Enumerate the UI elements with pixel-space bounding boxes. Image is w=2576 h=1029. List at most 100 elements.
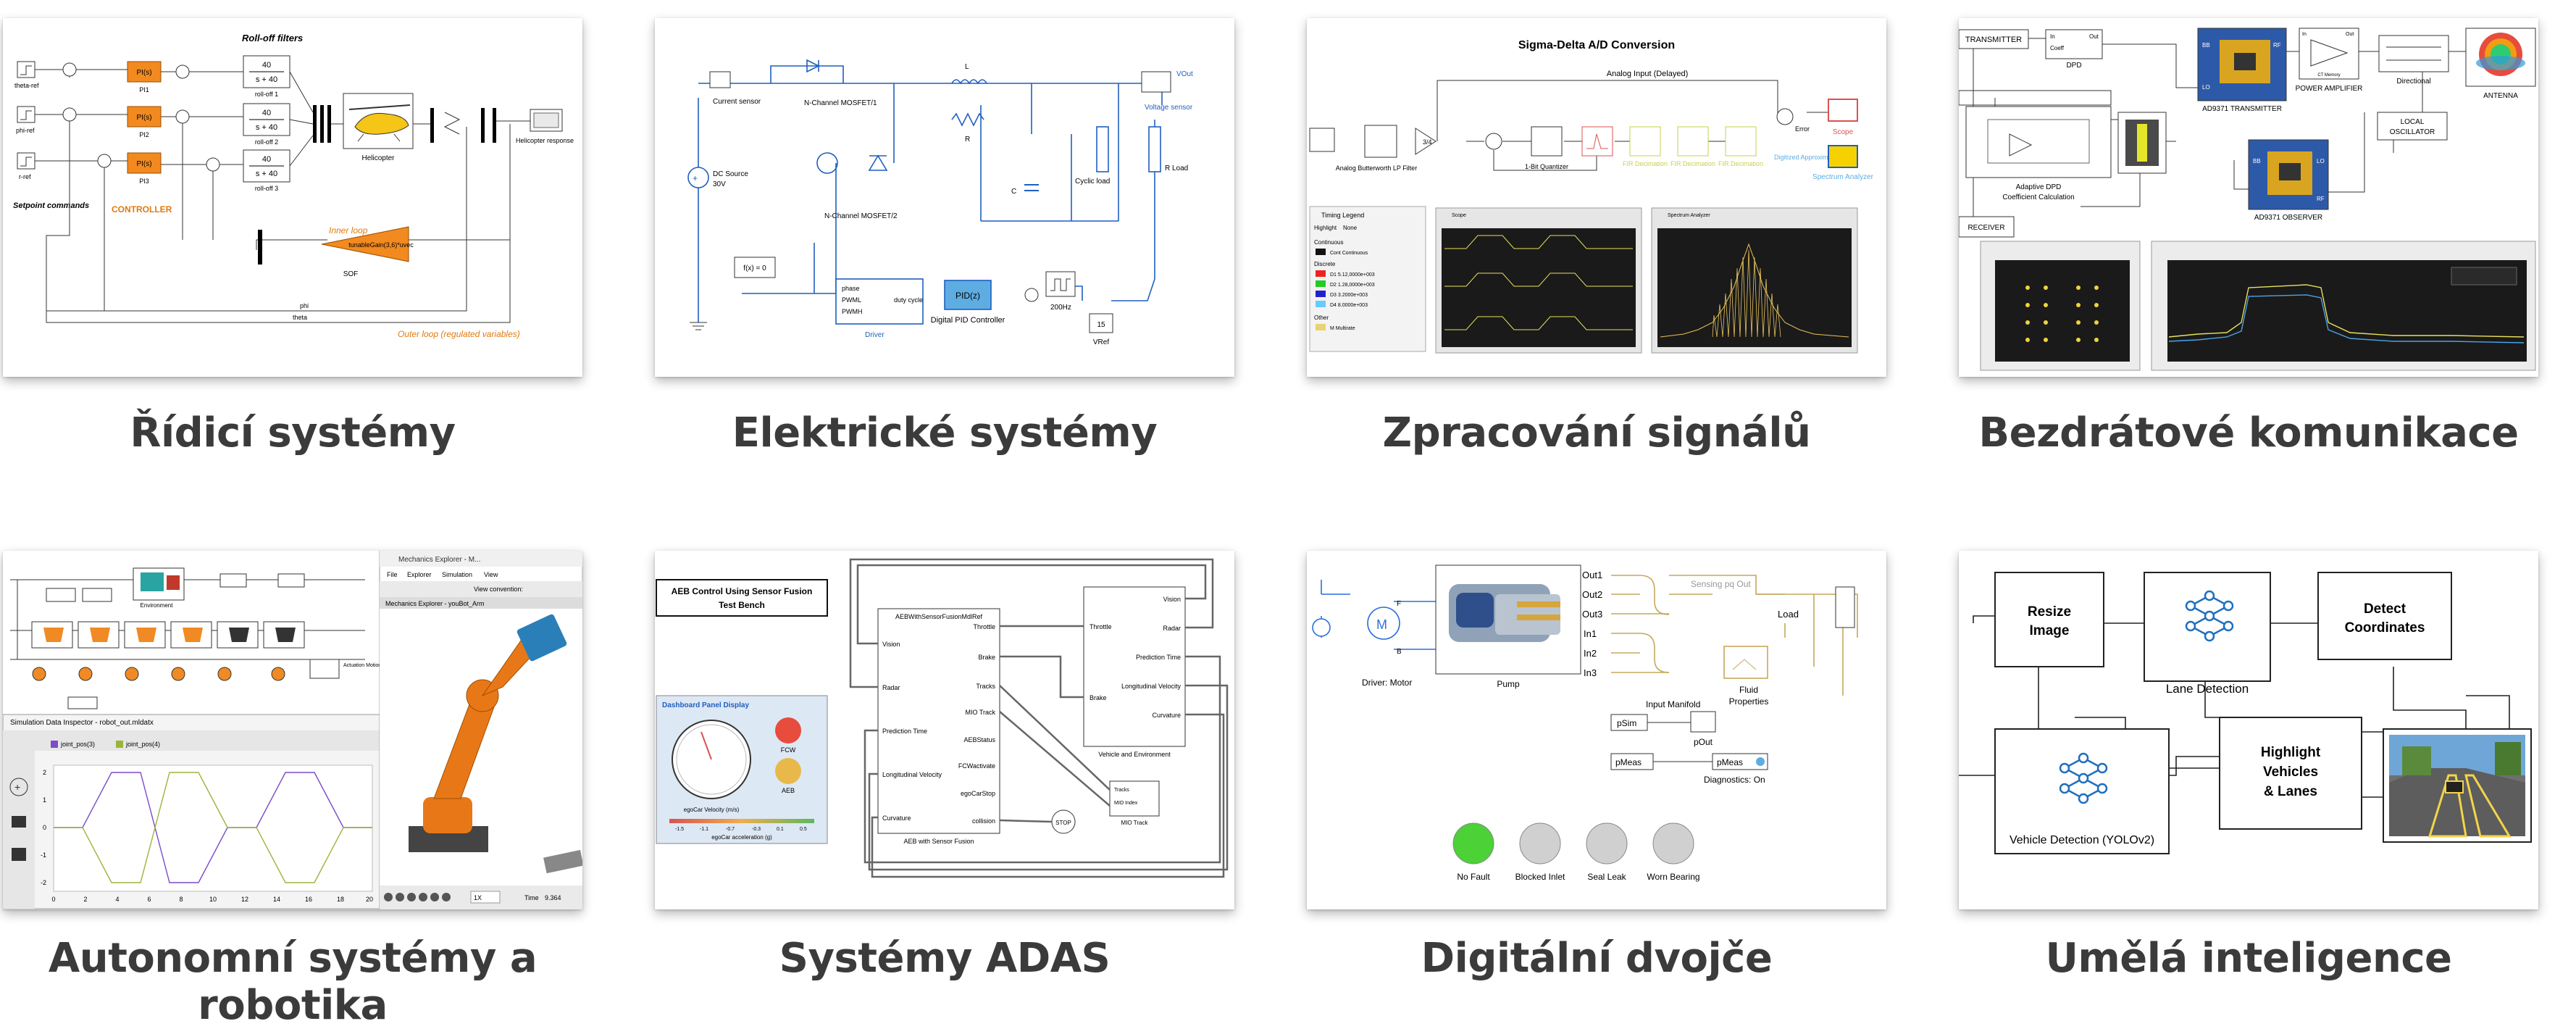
svg-text:AEBWithSensorFusionMdlRef: AEBWithSensorFusionMdlRef bbox=[895, 613, 983, 620]
caption-adas[interactable]: Systémy ADAS bbox=[779, 935, 1111, 982]
caption-signal-processing[interactable]: Zpracování signálů bbox=[1382, 409, 1811, 457]
svg-text:ANTENNA: ANTENNA bbox=[2483, 92, 2518, 100]
spectrum-display bbox=[2117, 112, 2167, 174]
motor-driver: M F B Driver: Motor bbox=[1312, 600, 1412, 688]
mosfet-1: N-Channel MOSFET/1 bbox=[804, 59, 877, 107]
quantizer-block bbox=[1531, 126, 1563, 157]
svg-text:Driver: Driver bbox=[865, 331, 885, 339]
svg-text:AEB Control Using Sensor Fusio: AEB Control Using Sensor Fusion bbox=[672, 586, 813, 596]
thumbnail-control-diagram[interactable]: Roll-off filters theta-ref phi-ref r-ref bbox=[3, 18, 582, 377]
svg-text:1X: 1X bbox=[474, 894, 482, 901]
svg-text:Highlight: Highlight bbox=[2261, 745, 2321, 760]
svg-text:LO: LO bbox=[2202, 84, 2210, 91]
thumbnail-robotics[interactable]: Environment bbox=[3, 551, 582, 909]
gain-block bbox=[1415, 128, 1437, 155]
caption-autonomous-robotics[interactable]: Autonomní systémy a robotika bbox=[48, 935, 538, 1029]
caption-electrical-systems[interactable]: Elektrické systémy bbox=[732, 409, 1158, 457]
svg-text:Scope: Scope bbox=[1833, 128, 1854, 136]
svg-text:Vision: Vision bbox=[1163, 596, 1181, 603]
svg-text:roll-off 1: roll-off 1 bbox=[255, 91, 278, 98]
svg-text:Pump: Pump bbox=[1497, 679, 1520, 689]
road-scene-display bbox=[2383, 728, 2532, 843]
label-sensing: Sensing pq Out bbox=[1691, 579, 1751, 589]
svg-text:& Lanes: & Lanes bbox=[2264, 784, 2317, 799]
caption-control-systems[interactable]: Řídicí systémy bbox=[130, 409, 456, 457]
svg-text:SOF: SOF bbox=[343, 270, 359, 278]
svg-text:30V: 30V bbox=[713, 180, 726, 188]
svg-text:L: L bbox=[965, 63, 969, 71]
sum-1 bbox=[62, 62, 77, 77]
aeb-sensor-fusion-block: AEBWithSensorFusionMdlRef Vision Radar P… bbox=[877, 608, 1000, 845]
svg-text:Blocked Inlet: Blocked Inlet bbox=[1515, 872, 1565, 882]
caption-artificial-intelligence[interactable]: Umělá inteligence bbox=[2045, 935, 2452, 982]
svg-text:Prediction Time: Prediction Time bbox=[1136, 654, 1181, 661]
pump-block: Pump bbox=[1435, 565, 1581, 689]
sof-gain-block: tunableGain(3,6)*uvec SOF bbox=[321, 226, 414, 278]
svg-text:AD9371 OBSERVER: AD9371 OBSERVER bbox=[2254, 214, 2322, 222]
svg-text:Digital PID Controller: Digital PID Controller bbox=[931, 316, 1005, 325]
svg-text:AD9371 TRANSMITTER: AD9371 TRANSMITTER bbox=[2202, 105, 2282, 113]
svg-text:VRef: VRef bbox=[1093, 338, 1109, 346]
power-amplifier: In Out CT Memory POWER AMPLIFIER bbox=[2296, 28, 2362, 93]
svg-text:Diagnostics: On: Diagnostics: On bbox=[1704, 775, 1765, 785]
receiver-block bbox=[1959, 216, 2015, 238]
caption-digital-twin[interactable]: Digitální dvojče bbox=[1421, 935, 1773, 982]
ground-symbol bbox=[690, 322, 707, 330]
svg-text:-1.5: -1.5 bbox=[675, 827, 684, 832]
svg-text:D2 1.28,0000e+003: D2 1.28,0000e+003 bbox=[1330, 283, 1375, 288]
svg-text:PI(s): PI(s) bbox=[136, 160, 151, 168]
svg-text:egoCar acceleration (g): egoCar acceleration (g) bbox=[711, 834, 772, 841]
svg-text:N-Channel MOSFET/2: N-Channel MOSFET/2 bbox=[824, 212, 898, 220]
label-r-ref: r-ref bbox=[19, 173, 31, 180]
helicopter-response-scope: Helicopter response bbox=[516, 109, 574, 144]
wireless-spectrum-window bbox=[2151, 241, 2536, 371]
svg-text:40: 40 bbox=[262, 109, 271, 117]
label-inner-loop: Inner loop bbox=[329, 225, 368, 236]
inductor-L: L bbox=[951, 63, 987, 85]
svg-text:Spectrum Analyzer: Spectrum Analyzer bbox=[1812, 173, 1874, 181]
svg-text:MIO Index: MIO Index bbox=[1114, 801, 1138, 806]
thumbnail-sigma-delta[interactable]: Sigma-Delta A/D Conversion Analog Input … bbox=[1307, 18, 1886, 377]
svg-text:Out3: Out3 bbox=[1582, 609, 1602, 620]
svg-text:10: 10 bbox=[209, 896, 217, 903]
svg-text:Resize: Resize bbox=[2028, 604, 2071, 620]
svg-text:Image: Image bbox=[2030, 623, 2070, 638]
thumbnail-ai-pipeline[interactable]: Resize Image Lane Detection bbox=[1959, 551, 2538, 909]
thumbnail-wireless[interactable]: TRANSMITTER In Coeff Out DPD BB LO RF AD… bbox=[1959, 18, 2538, 377]
svg-text:D3 3.2000e+003: D3 3.2000e+003 bbox=[1330, 293, 1368, 298]
svg-text:Longitudinal Velocity: Longitudinal Velocity bbox=[882, 771, 942, 778]
pmeas-tag: pMeas bbox=[1610, 753, 1654, 770]
thumbnail-electrical-circuit[interactable]: Current sensor + DC Source 30V N-Channel… bbox=[655, 18, 1234, 377]
svg-text:View: View bbox=[484, 571, 498, 578]
svg-text:PI(s): PI(s) bbox=[136, 114, 151, 122]
wireless-diagram: TRANSMITTER In Coeff Out DPD BB LO RF AD… bbox=[1959, 28, 2536, 371]
svg-text:DC Source: DC Source bbox=[713, 170, 748, 178]
label-controller: CONTROLLER bbox=[112, 204, 172, 214]
svg-text:Cont Continuous: Cont Continuous bbox=[1330, 251, 1368, 256]
label-theta-ref: theta-ref bbox=[14, 82, 39, 89]
svg-text:In: In bbox=[2050, 33, 2055, 40]
svg-text:duty cycle: duty cycle bbox=[894, 296, 923, 304]
svg-text:TRANSMITTER: TRANSMITTER bbox=[1965, 36, 2022, 44]
svg-text:16: 16 bbox=[305, 896, 312, 903]
step-input-r bbox=[17, 152, 35, 170]
dashboard-panel: Dashboard Panel Display egoCar Velocity … bbox=[656, 695, 828, 844]
svg-text:F: F bbox=[1397, 600, 1401, 608]
thumbnail-adas[interactable]: AEB Control Using Sensor Fusion Test Ben… bbox=[655, 551, 1234, 909]
caption-wireless-communications[interactable]: Bezdrátové komunikace bbox=[1978, 409, 2519, 457]
svg-text:pMeas: pMeas bbox=[1717, 757, 1743, 767]
thumbnail-digital-twin[interactable]: M F B Driver: Motor Pump Out1 Out2 bbox=[1307, 551, 1886, 909]
highlight-block: Highlight Vehicles & Lanes bbox=[2219, 717, 2362, 830]
mechanics-explorer-window: Mechanics Explorer - M... File Explorer … bbox=[379, 551, 582, 909]
svg-text:-0.7: -0.7 bbox=[726, 827, 735, 832]
svg-text:Radar: Radar bbox=[1163, 625, 1181, 632]
environment-block: Environment bbox=[133, 567, 185, 609]
svg-text:Highlight: Highlight bbox=[1314, 225, 1337, 231]
sdi-y-axis-ticks: 2 1 0 -1 -2 bbox=[41, 769, 46, 886]
svg-text:D1 5.12,0000e+003: D1 5.12,0000e+003 bbox=[1330, 272, 1375, 278]
svg-text:View convention:: View convention: bbox=[474, 586, 523, 593]
svg-text:FCWactivate: FCWactivate bbox=[958, 762, 995, 770]
pi-block-2 bbox=[127, 106, 162, 128]
svg-text:BB: BB bbox=[2253, 158, 2261, 164]
mosfet-2: N-Channel MOSFET/2 bbox=[816, 152, 898, 220]
